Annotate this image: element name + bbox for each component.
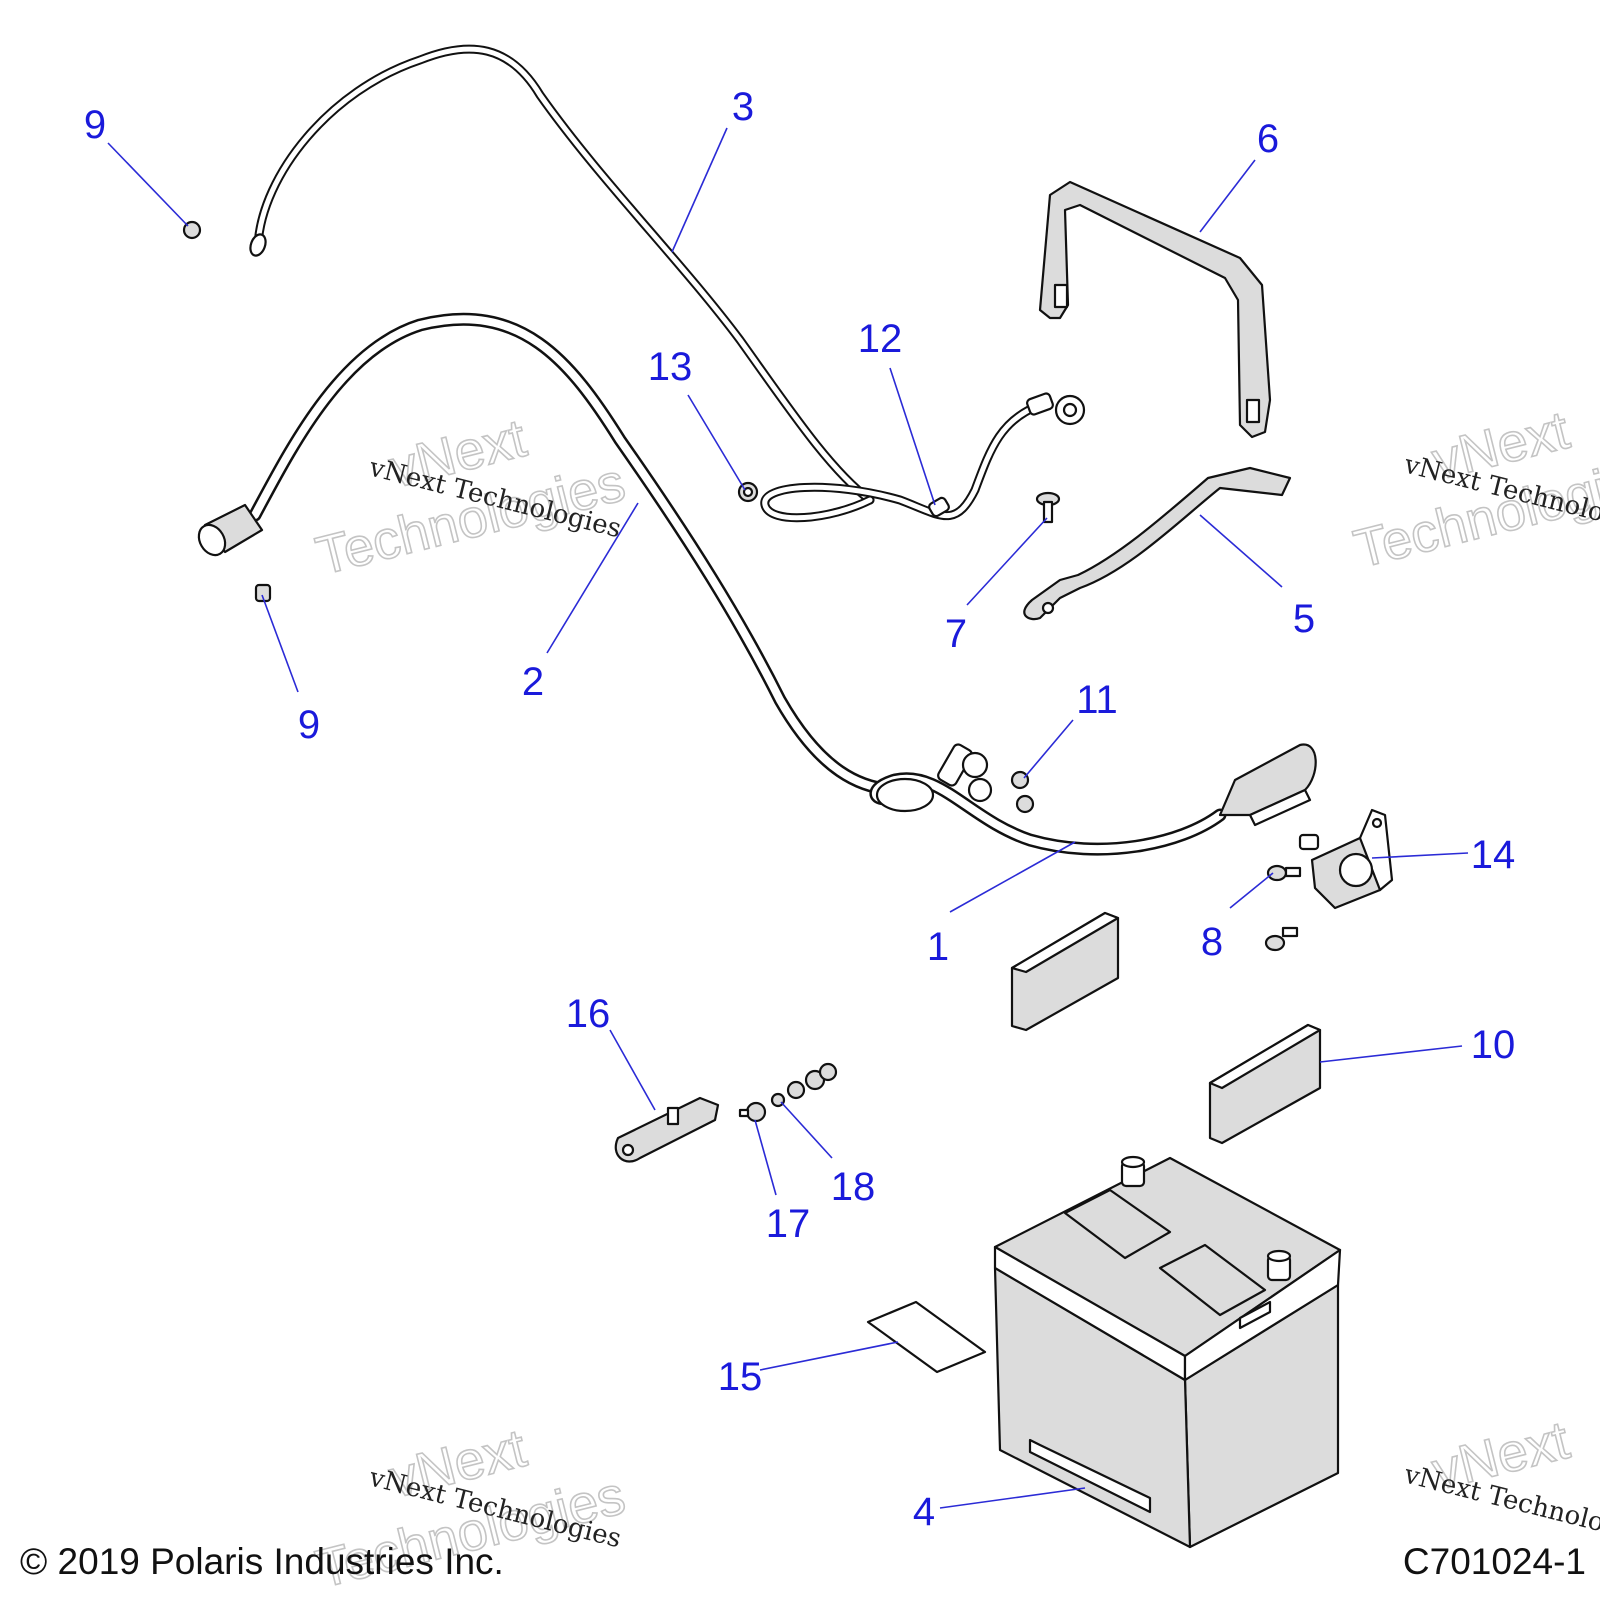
callout-8: 8	[1201, 920, 1223, 964]
callout-4: 4	[913, 1490, 935, 1534]
part-15-label	[866, 1300, 987, 1374]
callout-16: 16	[566, 992, 611, 1036]
leader-12	[889, 367, 936, 506]
part-16-bracket	[614, 1096, 720, 1163]
leader-3	[671, 127, 728, 253]
part-5-strap	[1023, 466, 1292, 621]
callout-2: 2	[522, 660, 544, 704]
callout-13: 13	[648, 345, 693, 389]
leader-2	[546, 502, 639, 654]
part-8-bolts	[1264, 864, 1302, 952]
part-4-battery	[993, 1155, 1342, 1549]
leader-5	[1199, 514, 1283, 588]
callout-18: 18	[831, 1165, 876, 1209]
leader-17	[754, 1119, 777, 1196]
leader-13	[687, 394, 746, 491]
callout-12: 12	[858, 317, 903, 361]
part-2-cable	[197, 312, 907, 797]
copyright-text: © 2019 Polaris Industries Inc.	[20, 1541, 504, 1582]
part-12-cable	[760, 392, 1086, 523]
part-6-bracket	[1038, 180, 1272, 439]
watermark-top-left: vNext Technologies vNext Technologies	[310, 407, 632, 587]
callout-10: 10	[1471, 1023, 1516, 1067]
callout-9-lower: 9	[298, 703, 320, 747]
leader-4	[939, 1487, 1086, 1509]
callout-labels: 9 3 6 12 13 2 9 7 5 11 1 14 8 10 16 17 1…	[84, 85, 1515, 1534]
leader-9a	[107, 142, 189, 227]
part-11-nuts	[1010, 770, 1035, 814]
leader-8	[1229, 872, 1274, 909]
leader-14	[1371, 852, 1469, 859]
leader-11	[1023, 719, 1074, 779]
part-9-nut-lower	[254, 583, 272, 603]
leader-lines	[107, 127, 1469, 1509]
callout-15: 15	[718, 1355, 763, 1399]
callout-14: 14	[1471, 833, 1516, 877]
leader-1	[949, 841, 1076, 913]
callout-6: 6	[1257, 117, 1279, 161]
watermark-top-right: vNext Technologies vNext Technologies	[1348, 399, 1600, 580]
callout-17: 17	[766, 1202, 811, 1246]
leader-6	[1199, 159, 1256, 233]
callout-11: 11	[1076, 678, 1118, 722]
callout-9-top: 9	[84, 103, 106, 147]
callout-3: 3	[732, 85, 754, 129]
part-1-cable	[869, 743, 1317, 856]
callout-7: 7	[945, 612, 967, 656]
leader-15	[759, 1341, 899, 1371]
callout-5: 5	[1293, 597, 1315, 641]
part-18-nuts	[770, 1062, 838, 1108]
part-10-pad-lower	[1208, 1023, 1322, 1145]
callout-1: 1	[927, 925, 949, 969]
figure-id: C701024-1	[1403, 1541, 1586, 1582]
leader-10	[1319, 1045, 1463, 1063]
part-3-cable	[249, 44, 875, 505]
watermark-bottom-right: vNext vNext Technologies	[1400, 1409, 1600, 1551]
part-17-screw	[738, 1101, 767, 1123]
leader-9b	[261, 594, 299, 693]
leader-16	[609, 1029, 656, 1111]
leader-7	[966, 517, 1048, 606]
part-7-bolt	[1035, 491, 1061, 524]
part-14-solenoid	[1298, 808, 1394, 910]
part-10-pad-upper	[1010, 911, 1120, 1032]
leader-18	[780, 1101, 833, 1159]
